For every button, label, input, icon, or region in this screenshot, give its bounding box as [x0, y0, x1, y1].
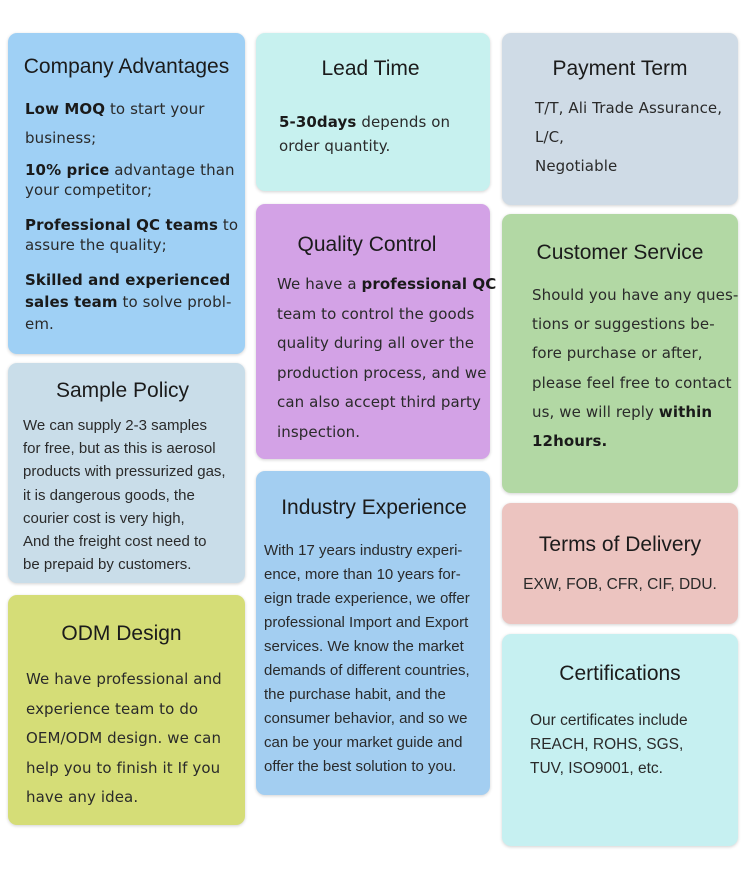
customer-service-card: Customer Service Should you have any que…	[502, 214, 738, 493]
lead-time-body: 5-30days depends on order quantity.	[279, 113, 451, 155]
sample-policy-card: Sample Policy We can supply 2-3 samples …	[8, 363, 245, 583]
quality-control-card: Quality Control We have a professional Q…	[256, 204, 496, 459]
payment-term-body: T/T, Ali Trade Assurance, L/C, Negotiabl…	[535, 99, 723, 175]
company-advantages-body: Low MOQ to start your business;	[25, 95, 205, 153]
industry-experience-title: Industry Experience	[281, 496, 467, 519]
terms-of-delivery-card: Terms of Delivery EXW, FOB, CFR, CIF, DD…	[502, 503, 738, 624]
sample-policy-title: Sample Policy	[55, 379, 190, 402]
sample-policy-body: We can supply 2-3 samples for free, but …	[23, 417, 226, 574]
terms-of-delivery-body: EXW, FOB, CFR, CIF, DDU.	[523, 576, 717, 593]
odm-design-title: ODM Design	[61, 622, 182, 645]
company-advantages-item-2: 10% price advantage than your competitor…	[25, 161, 235, 199]
lead-time-title: Lead Time	[321, 57, 420, 80]
certifications-card: Certifications Our certificates include …	[502, 634, 738, 846]
quality-control-title: Quality Control	[297, 233, 437, 256]
customer-service-body: Should you have any ques- tions or sugge…	[532, 286, 739, 451]
certifications-body: Our certificates include REACH, ROHS, SG…	[530, 712, 688, 777]
odm-design-body: We have professional and experience team…	[26, 670, 222, 806]
quality-control-body: We have a professional QC team to contro…	[277, 275, 497, 441]
payment-term-title: Payment Term	[552, 57, 688, 80]
certifications-title: Certifications	[559, 662, 681, 685]
company-advantages-item-3: Professional QC teams to assure the qual…	[25, 216, 239, 254]
customer-service-title: Customer Service	[536, 241, 704, 264]
company-advantages-card: Company Advantages Low MOQ to start your…	[8, 33, 245, 354]
list-item: Low MOQ to start your	[25, 100, 205, 118]
payment-term-card: Payment Term T/T, Ali Trade Assurance, L…	[502, 33, 738, 205]
company-advantages-item-4: Skilled and experienced sales team to so…	[25, 271, 232, 333]
company-advantages-title: Company Advantages	[23, 55, 230, 78]
lead-time-card: Lead Time 5-30days depends on order quan…	[256, 33, 490, 191]
terms-of-delivery-title: Terms of Delivery	[538, 533, 702, 556]
industry-experience-body: With 17 years industry experi- ence, mor…	[264, 542, 470, 775]
industry-experience-card: Industry Experience With 17 years indust…	[256, 471, 490, 795]
list-item: business;	[25, 129, 97, 147]
odm-design-card: ODM Design We have professional and expe…	[8, 595, 245, 825]
